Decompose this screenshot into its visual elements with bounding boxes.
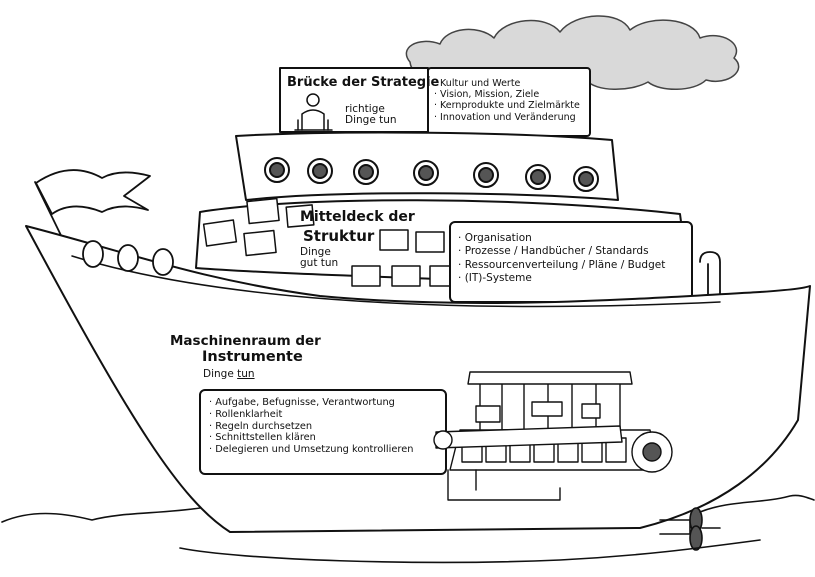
list-item: Aufgabe, Befugnisse, Verantwortung	[209, 397, 413, 409]
list-item: Innovation und Veränderung	[434, 112, 580, 123]
list-item: Kernprodukte und Zielmärkte	[434, 100, 580, 111]
engine-subtitle: Dinge tun	[203, 369, 255, 381]
list-item: Regeln durchsetzen	[209, 421, 413, 433]
engine-subtitle-prefix: Dinge	[203, 368, 237, 380]
engine-title-line2: Instrumente	[202, 350, 303, 366]
engine-subtitle-underlined: tun	[237, 368, 254, 380]
middeck-list: Organisation Prozesse / Handbücher / Sta…	[458, 232, 665, 286]
list-item: Ressourcenverteilung / Pläne / Budget	[458, 259, 665, 272]
engine-title-line1: Maschinenraum der	[170, 334, 321, 349]
middeck-title-line2: Struktur	[303, 228, 374, 245]
list-item: Vision, Mission, Ziele	[434, 89, 580, 100]
bridge-title: Brücke der Strategie	[287, 76, 439, 90]
bridge-list: Kultur und Werte Vision, Mission, Ziele …	[434, 78, 580, 123]
list-item: Prozesse / Handbücher / Standards	[458, 245, 665, 258]
list-item: Kultur und Werte	[434, 78, 580, 89]
middeck-title-line1: Mitteldeck der	[300, 210, 415, 225]
list-item: Organisation	[458, 232, 665, 245]
list-item: Schnittstellen klären	[209, 432, 413, 444]
middeck-subtitle: Dinge gut tun	[300, 247, 350, 268]
list-item: Delegieren und Umsetzung kontrollieren	[209, 444, 413, 456]
list-item: (IT)-Systeme	[458, 272, 665, 285]
engine-list: Aufgabe, Befugnisse, Verantwortung Rolle…	[209, 397, 413, 456]
bridge-subtitle: richtige Dinge tun	[345, 104, 415, 126]
list-item: Rollenklarheit	[209, 409, 413, 421]
